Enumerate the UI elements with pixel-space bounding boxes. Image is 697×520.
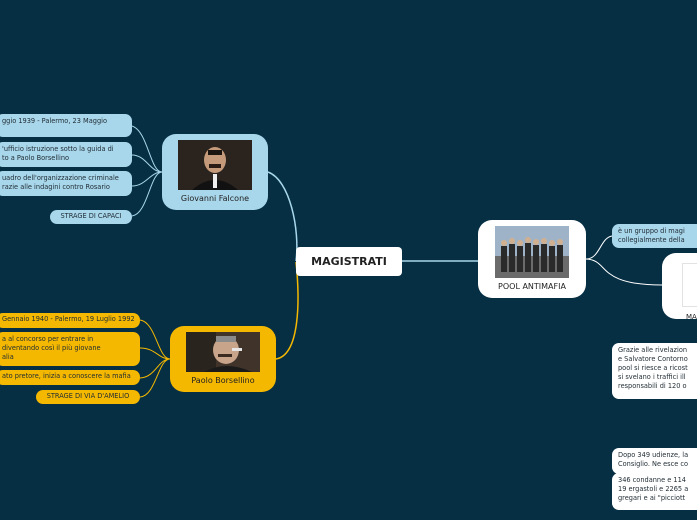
link-central-falcone — [267, 171, 298, 262]
pool-fact-2-line-1: Grazie alle rivelazion — [618, 346, 688, 354]
pool-fact-3-line-1: Dopo 349 udienze, la — [618, 451, 689, 459]
pool-fact-4[interactable]: 346 condanne e 114 19 ergastoli e 2265 a… — [612, 473, 697, 510]
falcone-fact-1[interactable]: ggio 1939 - Palermo, 23 Maggio — [0, 114, 132, 137]
borsellino-fact-2-line-2: diventando così il più giovane — [2, 344, 101, 352]
falcone-fact-2[interactable]: 'ufficio istruzione sotto la guida di to… — [0, 142, 132, 167]
borsellino-fact-1-line-1: Gennaio 1940 - Palermo, 19 Luglio 1992 — [2, 315, 135, 323]
falcone-fact-2-line-1: 'ufficio istruzione sotto la guida di — [2, 145, 114, 153]
topic-maxiprocesso[interactable]: MA — [662, 253, 697, 321]
maxiprocesso-photo — [682, 263, 697, 307]
central-topic-label: MAGISTRATI — [311, 255, 387, 268]
topic-pool-antimafia[interactable]: POOL ANTIMAFIA — [478, 220, 586, 298]
pool-photo — [495, 226, 569, 278]
pool-fact-2-line-5: responsabili di 120 o — [618, 382, 687, 390]
link-falcone-2 — [131, 154, 163, 173]
falcone-fact-3-line-1: uadro dell'organizzazione criminale — [2, 174, 119, 182]
pool-fact-1-line-2: collegialmente della — [618, 236, 685, 244]
borsellino-fact-1[interactable]: Gennaio 1940 - Palermo, 19 Luglio 1992 — [0, 313, 140, 328]
central-topic[interactable]: MAGISTRATI — [296, 247, 402, 276]
link-pool-1 — [585, 235, 613, 260]
pool-fact-2-line-4: si svelano i traffici ill — [618, 373, 686, 381]
link-pool-2 — [585, 258, 663, 286]
borsellino-fact-3-line-1: ato pretore, inizia a conoscere la mafia — [2, 372, 131, 380]
pool-fact-1[interactable]: è un gruppo di magi collegialmente della — [612, 224, 697, 248]
pool-fact-3-line-2: Consiglio. Ne esce co — [618, 460, 689, 468]
borsellino-caption: Paolo Borsellino — [191, 376, 255, 385]
borsellino-fact-2[interactable]: a al concorso per entrare in diventando … — [0, 332, 140, 366]
falcone-fact-1-line-1: ggio 1939 - Palermo, 23 Maggio — [2, 117, 107, 125]
link-borsellino-1 — [139, 319, 171, 360]
falcone-fact-4[interactable]: STRAGE DI CAPACI — [50, 210, 132, 224]
link-borsellino-4 — [139, 358, 171, 398]
borsellino-fact-2-line-1: a al concorso per entrare in — [2, 335, 94, 343]
pool-fact-1-line-1: è un gruppo di magi — [618, 227, 685, 235]
borsellino-fact-4[interactable]: STRAGE DI VIA D'AMELIO — [36, 390, 140, 404]
pool-fact-4-line-1: 346 condanne e 114 — [618, 476, 686, 484]
borsellino-photo — [186, 332, 260, 372]
falcone-photo — [178, 140, 252, 190]
pool-caption: POOL ANTIMAFIA — [498, 282, 566, 291]
link-borsellino-2 — [139, 347, 171, 360]
topic-giovanni-falcone[interactable]: Giovanni Falcone — [162, 134, 268, 210]
link-borsellino-3 — [139, 358, 171, 379]
link-falcone-4 — [131, 171, 163, 217]
pool-fact-2-line-2: e Salvatore Contorno — [618, 355, 688, 363]
maxiprocesso-caption: MA — [686, 313, 697, 321]
borsellino-fact-3[interactable]: ato pretore, inizia a conoscere la mafia — [0, 370, 140, 385]
borsellino-fact-4-line-1: STRAGE DI VIA D'AMELIO — [46, 392, 130, 400]
link-falcone-1 — [131, 125, 163, 173]
falcone-fact-4-line-1: STRAGE DI CAPACI — [60, 212, 122, 220]
topic-paolo-borsellino[interactable]: Paolo Borsellino — [170, 326, 276, 392]
pool-fact-4-line-3: gregari e ai "picciott — [618, 494, 686, 502]
falcone-fact-3[interactable]: uadro dell'organizzazione criminale razi… — [0, 171, 132, 196]
falcone-fact-3-line-2: razie alle indagini contro Rosario — [2, 183, 110, 191]
borsellino-fact-2-line-3: alia — [2, 353, 14, 361]
link-central-borsellino — [275, 261, 299, 360]
pool-fact-2-line-3: pool si riesce a ricost — [618, 364, 688, 372]
pool-fact-2[interactable]: Grazie alle rivelazion e Salvatore Conto… — [612, 343, 697, 399]
falcone-fact-2-line-2: to a Paolo Borsellino — [2, 154, 70, 162]
falcone-caption: Giovanni Falcone — [180, 194, 250, 203]
pool-fact-3[interactable]: Dopo 349 udienze, la Consiglio. Ne esce … — [612, 448, 697, 474]
pool-fact-4-line-2: 19 ergastoli e 2265 a — [618, 485, 689, 493]
